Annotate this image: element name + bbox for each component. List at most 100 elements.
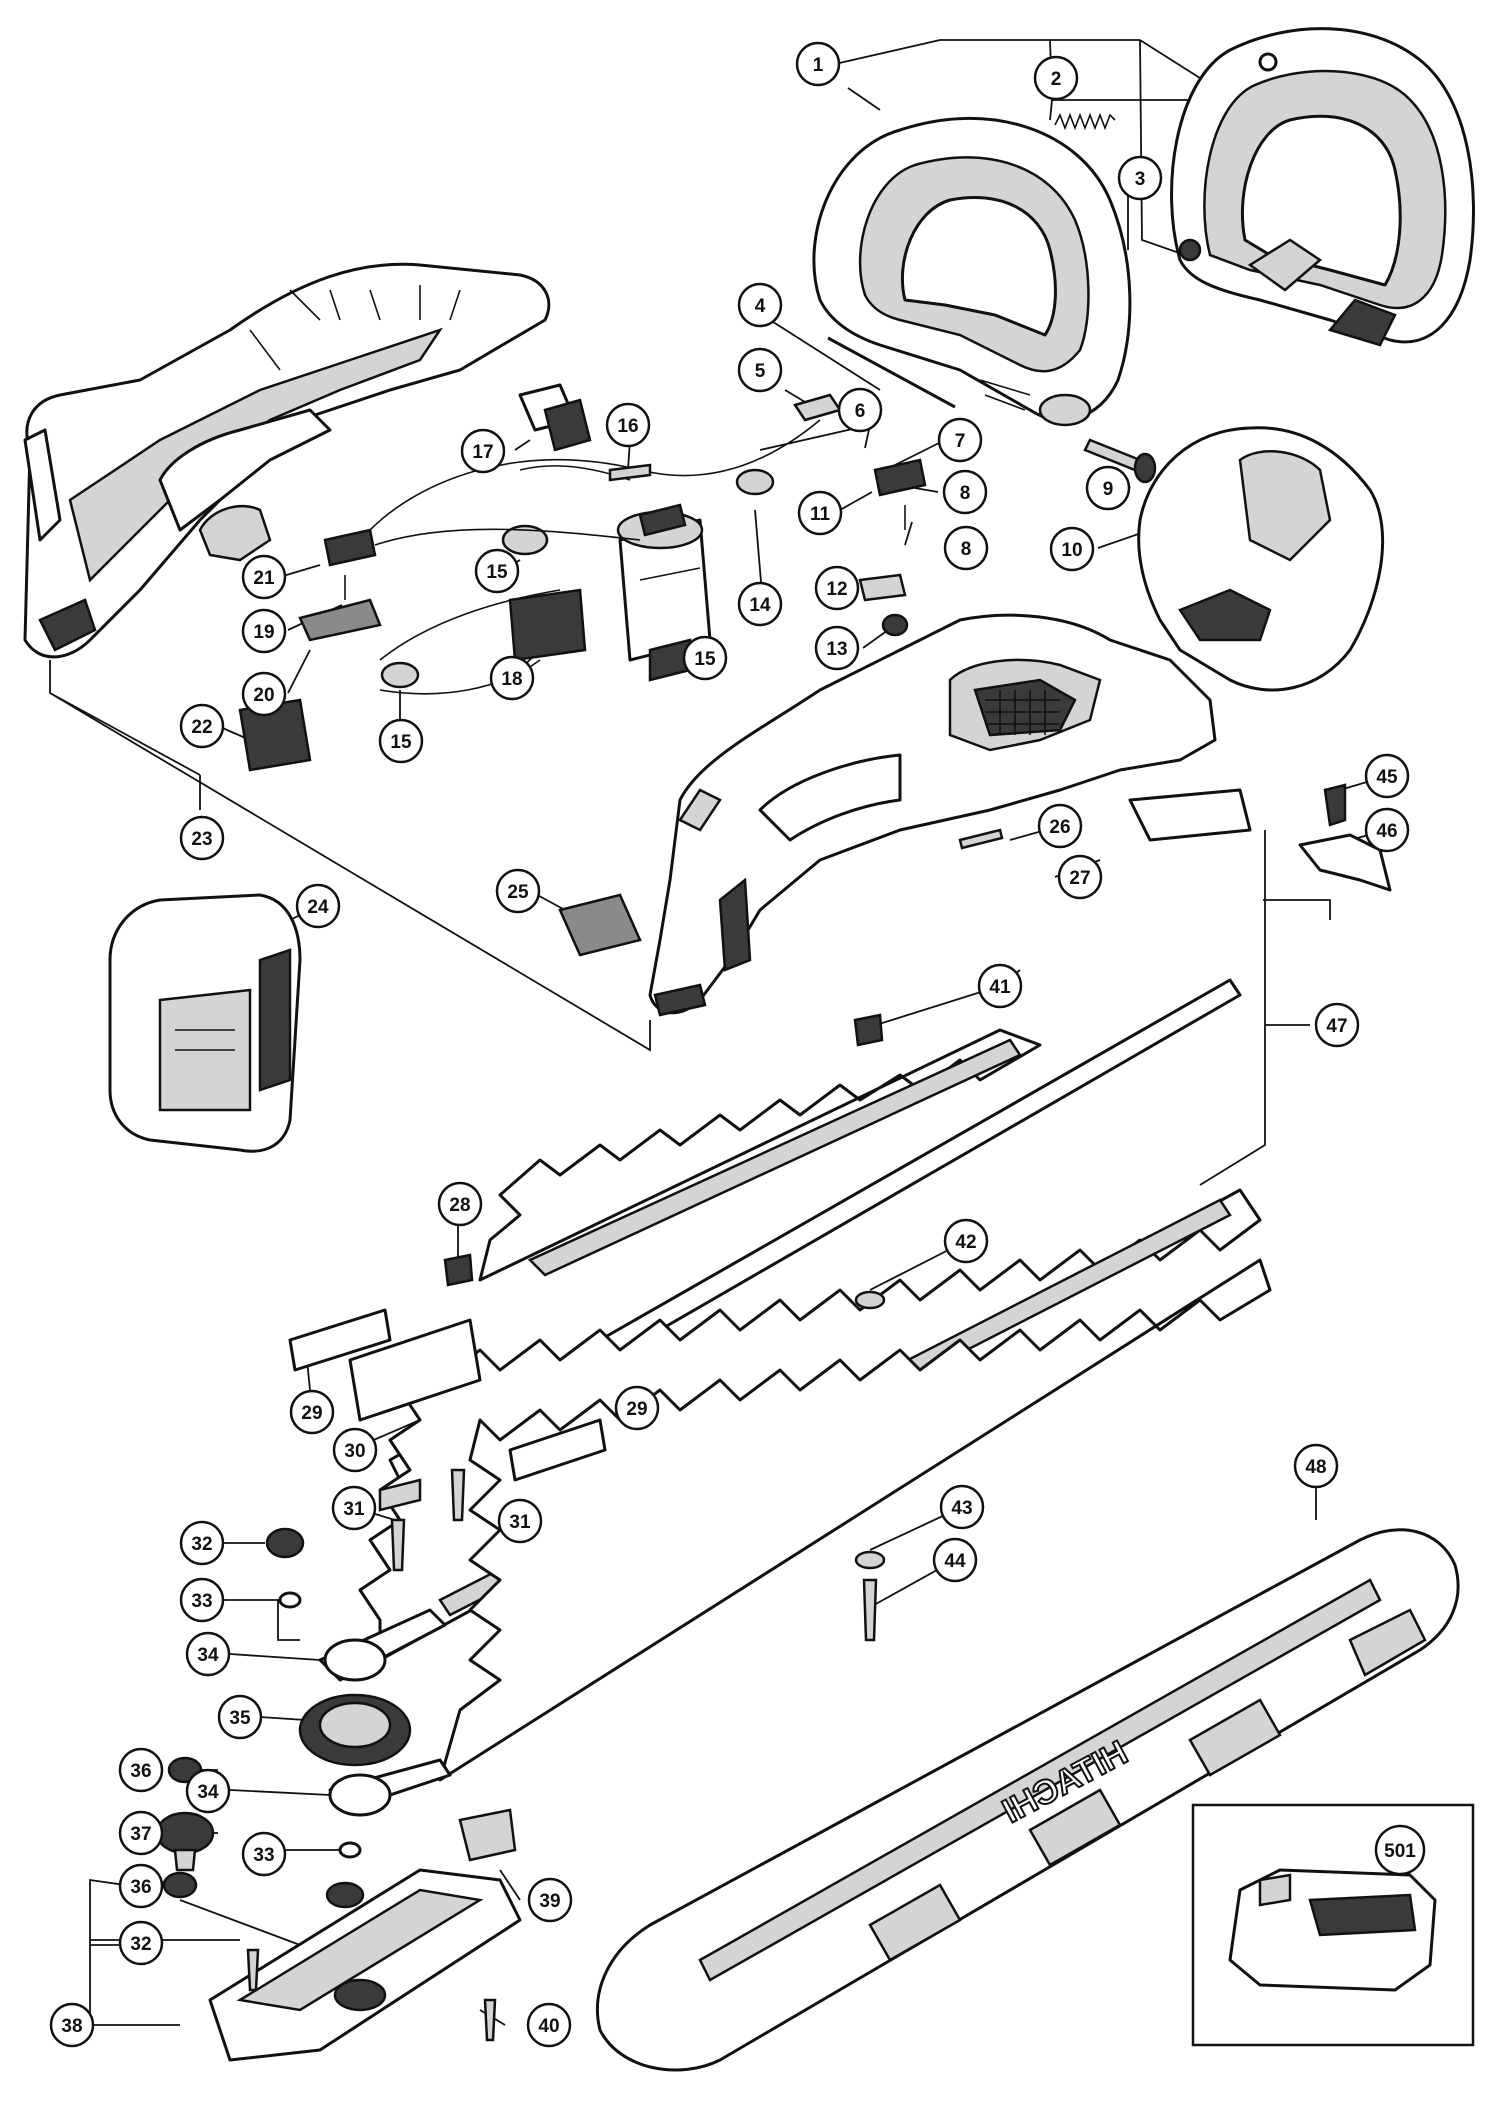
callout-24: 24 [295,883,341,929]
callout-34: 34 [185,1631,231,1677]
lower-blade-2 [438,1258,1272,1782]
callout-number: 9 [1103,479,1114,500]
callout-number: 22 [191,717,212,738]
callout-number: 28 [449,1195,470,1216]
callout-number: 11 [810,504,831,525]
callout-35: 35 [217,1694,263,1740]
callout-25: 25 [495,868,541,914]
callout-number: 6 [855,401,866,422]
callout-number: 26 [1049,817,1070,838]
callout-number: 44 [944,1551,966,1572]
callout-number: 40 [538,2016,559,2037]
callout-number: 1 [813,55,824,76]
wires [369,419,821,695]
callout-number: 33 [191,1591,212,1612]
callout-number: 23 [191,829,212,850]
callout-14: 14 [737,581,783,627]
pinion-assembly [155,1756,215,1899]
callout-number: 13 [826,639,847,660]
callout-number: 501 [1384,1841,1416,1862]
callout-number: 42 [955,1232,976,1253]
gear-case [208,1868,522,2062]
callout-number: 25 [507,882,529,903]
callout-11: 11 [797,490,843,536]
callout-number: 16 [617,416,638,437]
callout-9: 9 [1085,465,1131,511]
callout-19: 19 [241,608,287,654]
callout-labels: 1234567889101112131415151516171819202122… [49,41,1426,2048]
switch-18 [518,383,592,452]
callout-number: 3 [1135,169,1146,190]
callout-36: 36 [118,1863,164,1909]
callout-20: 20 [241,671,287,717]
pad [558,893,642,957]
callout-34: 34 [185,1768,231,1814]
callout-number: 19 [253,622,274,643]
callout-number: 31 [343,1499,365,1520]
callout-44: 44 [932,1537,978,1583]
washers [443,1013,886,1642]
callout-48: 48 [1293,1443,1339,1489]
callout-29: 29 [614,1385,660,1431]
callout-number: 15 [390,732,412,753]
circuit-board [508,588,587,662]
spring [1054,112,1116,131]
callout-37: 37 [118,1810,164,1856]
charger-inset [1191,1803,1475,2047]
callout-8: 8 [943,525,989,571]
front-handle [812,117,1132,427]
callout-number: 31 [509,1512,531,1533]
callout-5: 5 [737,347,783,393]
callout-number: 21 [253,568,275,589]
pin [827,336,956,409]
callout-42: 42 [943,1218,989,1264]
callout-number: 5 [755,361,766,382]
callout-46: 46 [1364,807,1410,853]
callout-number: 45 [1376,767,1398,788]
callout-31: 31 [497,1498,543,1544]
callout-43: 43 [939,1484,985,1530]
callout-number: 39 [539,1891,560,1912]
battery [108,893,302,1153]
callout-22: 22 [179,703,225,749]
callout-number: 36 [130,1761,151,1782]
callout-32: 32 [179,1520,225,1566]
left-housing [23,262,551,659]
callout-number: 8 [961,539,972,560]
screw-40 [483,1998,497,2042]
callout-13: 13 [814,625,860,671]
callout-number: 47 [1326,1016,1347,1037]
callout-26: 26 [1037,803,1083,849]
callout-18: 18 [489,655,535,701]
callout-501: 501 [1374,1824,1426,1876]
callout-number: 10 [1061,540,1082,561]
callout-number: 2 [1051,69,1062,90]
callout-4: 4 [737,282,783,328]
callout-number: 43 [951,1498,972,1519]
motor [616,503,712,682]
callout-29: 29 [289,1389,335,1435]
callout-38: 38 [49,2002,95,2048]
callout-47: 47 [1314,1002,1360,1048]
callout-number: 15 [486,562,508,583]
callout-27: 27 [1057,854,1103,900]
screws-31 [390,1468,466,1572]
callout-number: 37 [130,1824,151,1845]
blocks [288,1308,607,1512]
callout-number: 18 [501,669,522,690]
callout-number: 38 [61,2016,82,2037]
callout-15: 15 [378,718,424,764]
callout-6: 6 [837,387,883,433]
callout-number: 34 [197,1645,219,1666]
callout-number: 8 [960,483,971,504]
callout-7: 7 [937,417,983,463]
callout-12: 12 [814,565,860,611]
callout-number: 20 [253,685,274,706]
callout-number: 33 [253,1845,274,1866]
grommets [380,468,775,689]
right-housing [648,613,1217,1017]
callout-number: 15 [694,649,716,670]
callout-number: 34 [197,1782,219,1803]
plate-27 [1128,788,1252,842]
